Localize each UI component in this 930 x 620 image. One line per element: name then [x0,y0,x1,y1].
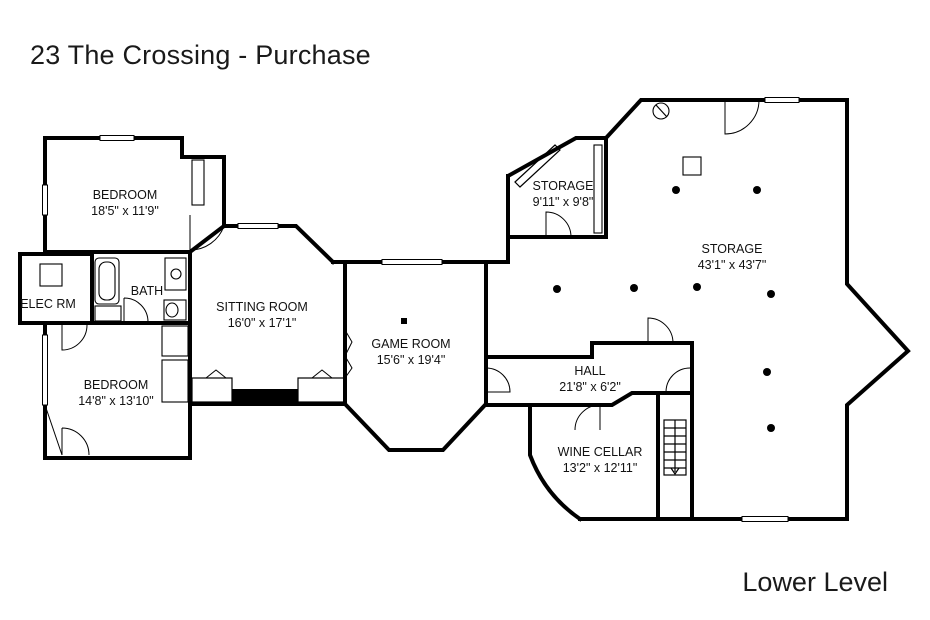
game-name: GAME ROOM [371,337,450,351]
bath-name: BATH [131,284,163,298]
sitting-name: SITTING ROOM [216,300,308,314]
storage-large-dims: 43'1" x 43'7" [698,258,767,272]
walls [18,98,911,522]
doors [44,99,760,456]
bedroom1-dims: 18'5" x 11'9" [91,204,159,218]
utility-box [682,156,702,176]
plan-title: 23 The Crossing - Purchase [30,40,371,70]
windows [42,97,800,522]
bedroom2-name: BEDROOM [84,378,149,392]
hall-name: HALL [574,364,605,378]
bedroom1-name: BEDROOM [93,188,158,202]
game-dims: 15'6" x 19'4" [377,353,446,367]
storage-small-dims: 9'11" x 9'8" [533,195,594,209]
wine-name: WINE CELLAR [558,445,643,459]
storage-fixtures [514,102,702,476]
sitting-dims: 16'0" x 17'1" [228,316,297,330]
storage-large-name: STORAGE [702,242,763,256]
support-columns [401,186,775,432]
level-label: Lower Level [742,567,888,597]
wine-dims: 13'2" x 12'11" [563,461,638,475]
fireplace-block [232,389,298,404]
elec-panel [39,263,63,287]
bath-fixtures [94,257,187,322]
storage-small-name: STORAGE [533,179,594,193]
hall-dims: 21'8" x 6'2" [559,380,621,394]
bedroom2-dims: 14'8" x 13'10" [78,394,154,408]
stairs [663,419,687,476]
room-labels: BEDROOM 18'5" x 11'9" BATH ELEC RM BEDRO… [20,179,766,475]
elec-name: ELEC RM [20,297,76,311]
